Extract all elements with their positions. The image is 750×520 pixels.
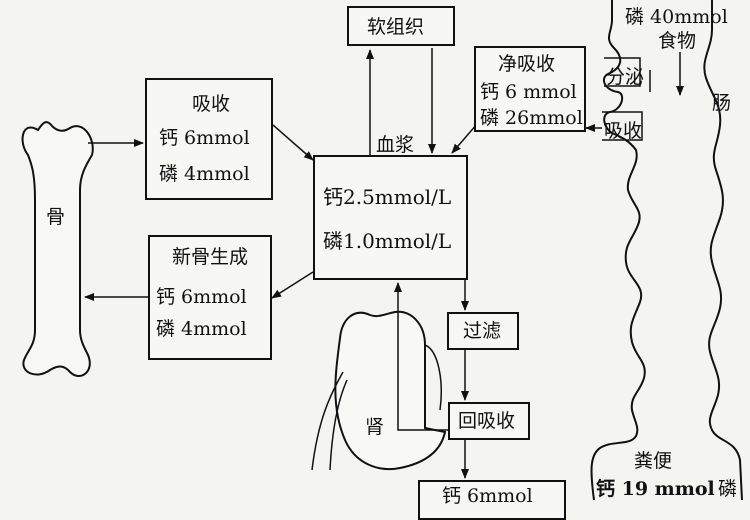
net-absorption-title: 净吸收: [498, 53, 556, 75]
plasma-p: 磷1.0mmol/L: [323, 229, 452, 253]
kidney-label: 肾: [365, 416, 385, 438]
intestine-wall-right: [703, 0, 743, 500]
absorption-ca: 钙 6mmol: [159, 127, 250, 149]
feces-ca-label: 钙 19 mmol: [596, 478, 715, 500]
plasma-box: 钙2.5mmol/L 磷1.0mmol/L: [313, 155, 468, 280]
new-bone-ca: 钙 6mmol: [156, 286, 247, 308]
new-bone-p: 磷 4mmol: [156, 318, 247, 340]
diagram-canvas: [21, 0, 743, 500]
filtration-label: 过滤: [463, 320, 502, 342]
absorption-title: 吸收: [192, 93, 231, 115]
food-p-label: 磷 40mmol: [625, 6, 728, 28]
urine-ca: 钙 6mmol: [442, 485, 533, 507]
soft-tissue-box: 软组织: [347, 6, 455, 46]
absorption-p: 磷 4mmol: [159, 163, 250, 185]
absorption-box: 吸收 钙 6mmol 磷 4mmol: [145, 78, 273, 200]
plasma-ca: 钙2.5mmol/L: [323, 185, 452, 209]
soft-tissue-label: 软组织: [367, 16, 425, 38]
kidney-shape: [334, 310, 447, 470]
secretion-label: 分泌: [606, 66, 645, 88]
reabsorption-label: 回吸收: [458, 410, 516, 432]
reabsorption-box: 回吸收: [448, 402, 530, 440]
bone-shape: [21, 121, 94, 377]
net-absorption-box: 净吸收 钙 6 mmol 磷 26mmol: [474, 46, 586, 132]
net-absorption-ca: 钙 6 mmol: [480, 81, 577, 103]
plasma-label: 血浆: [376, 134, 415, 156]
net-absorption-p: 磷 26mmol: [480, 107, 583, 129]
bone-label: 骨: [46, 206, 66, 228]
food-label: 食物: [658, 30, 697, 52]
gut-absorb-label: 吸收: [604, 120, 643, 142]
urine-box: 钙 6mmol: [418, 480, 566, 520]
gut-label: 肠: [712, 92, 732, 114]
feces-label: 粪便: [634, 450, 673, 472]
filtration-box: 过滤: [447, 312, 519, 350]
new-bone-box: 新骨生成 钙 6mmol 磷 4mmol: [148, 235, 272, 360]
feces-p-label: 磷: [718, 478, 738, 500]
new-bone-title: 新骨生成: [172, 246, 249, 268]
